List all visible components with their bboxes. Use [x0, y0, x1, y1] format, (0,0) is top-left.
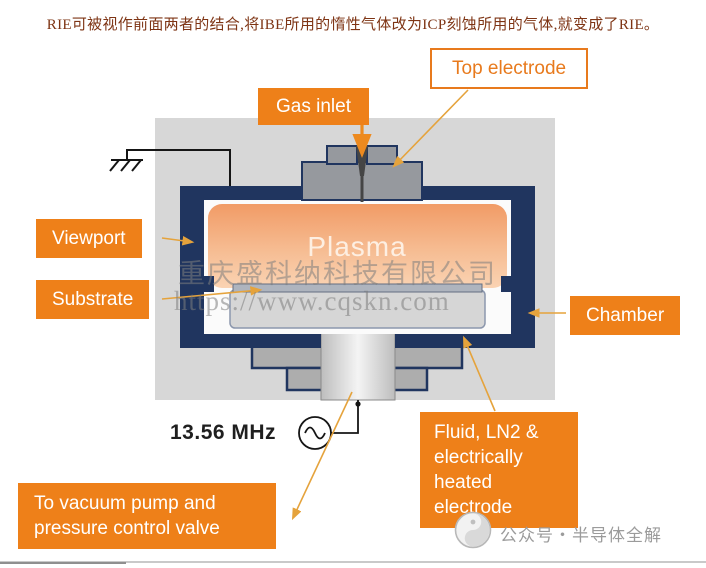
chamber-walls — [180, 186, 535, 348]
ground-icon — [109, 149, 231, 200]
label-top-electrode: Top electrode — [430, 48, 589, 90]
connector-arrows — [161, 89, 566, 521]
bottom-divider-dark — [0, 562, 126, 564]
watermark-url: https://www.cqskn.com — [174, 286, 450, 316]
label-vacuum-pump: To vacuum pump and pressure control valv… — [18, 483, 276, 550]
substrate-wafer — [232, 283, 483, 293]
arrow-substrate — [161, 286, 263, 300]
ac-source-icon — [298, 400, 361, 450]
top-electrode-assembly — [301, 145, 423, 202]
caption-text: RIE可被视作前面两者的结合,将IBE所用的惰性气体改为ICP刻蚀所用的气体,就… — [46, 17, 660, 33]
plasma-label: Plasma — [307, 231, 406, 262]
plasma-region — [208, 204, 507, 288]
label-viewport: Viewport — [36, 219, 142, 259]
label-substrate: Substrate — [36, 280, 150, 320]
frequency-label: 13.56 MHz — [170, 421, 277, 444]
electrode-stem — [320, 327, 396, 401]
logo-icon — [454, 511, 492, 549]
label-fluid-electrode: Fluid, LN2 & electrically heated electro… — [420, 412, 578, 529]
bottom-divider — [0, 561, 706, 563]
footer-account-text: 公众号・半导体全解 — [500, 526, 662, 545]
arrow-top-electrode — [392, 89, 469, 168]
watermark-company: 重庆盛科纳科技有限公司 — [178, 259, 497, 289]
arrow-viewport — [161, 235, 195, 246]
arrow-vacuum-pump — [291, 391, 353, 521]
label-gas-inlet: Gas inlet — [258, 88, 369, 126]
label-chamber: Chamber — [570, 296, 681, 336]
arrow-fluid-electrode — [463, 335, 496, 412]
